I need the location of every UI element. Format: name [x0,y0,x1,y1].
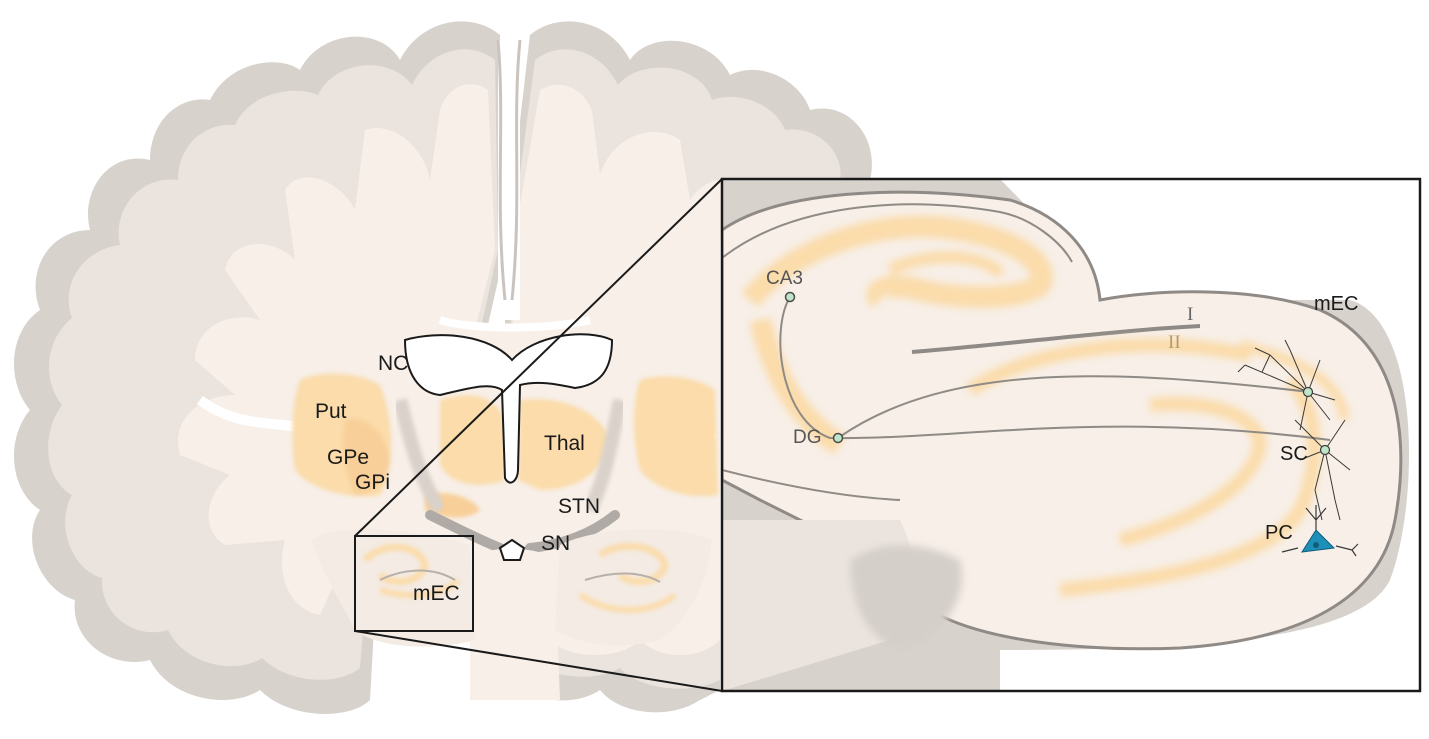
label-mec-small: mEC [413,582,460,605]
third-ventricle [498,538,526,561]
label-stn: STN [558,495,600,518]
ca3-node [784,291,796,303]
label-ca3: CA3 [766,268,803,289]
putamen-right [634,376,718,497]
stellate-cell-2 [1319,444,1331,456]
globus-pallidus [343,419,390,495]
stellate-cells [1237,339,1351,521]
right-temporal-lobe [555,529,712,646]
label-gpe: GPe [327,446,369,469]
label-gpi: GPi [355,471,390,494]
fiber-ca3 [779,296,1331,441]
connector-top [354,178,723,537]
lateral-ventricles [403,333,614,484]
left-temporal-lobe [312,529,475,647]
callout-box [354,535,474,632]
label-sc: SC [1280,443,1308,465]
label-layer-2: II [1168,332,1181,353]
thalamus-right [518,399,610,490]
label-nc: NC [378,352,408,375]
label-pc: PC [1265,522,1293,544]
label-mec: mEC [1314,293,1358,315]
label-put: Put [315,400,347,423]
inset-panel: mEC CA3 DG I II SC PC [720,177,1422,693]
fiber-dg [837,375,1311,439]
connector-bottom [354,630,723,692]
substantia-nigra-right [525,510,620,553]
pyramidal-cell [1281,505,1359,557]
brainstem [470,548,560,700]
label-layer-1: I [1187,304,1193,325]
inset-frame [720,177,1422,693]
basal-ganglia [292,373,718,518]
thalamus-left [440,395,505,485]
label-dg: DG [793,427,822,448]
dg-node [832,432,844,444]
stellate-cell-1 [1302,386,1314,398]
substantia-nigra-left [425,510,505,553]
coronal-brain-section: NC Put GPe GPi Thal STN SN mEC [13,21,872,714]
label-thal: Thal [544,432,585,455]
label-sn: SN [541,532,570,555]
